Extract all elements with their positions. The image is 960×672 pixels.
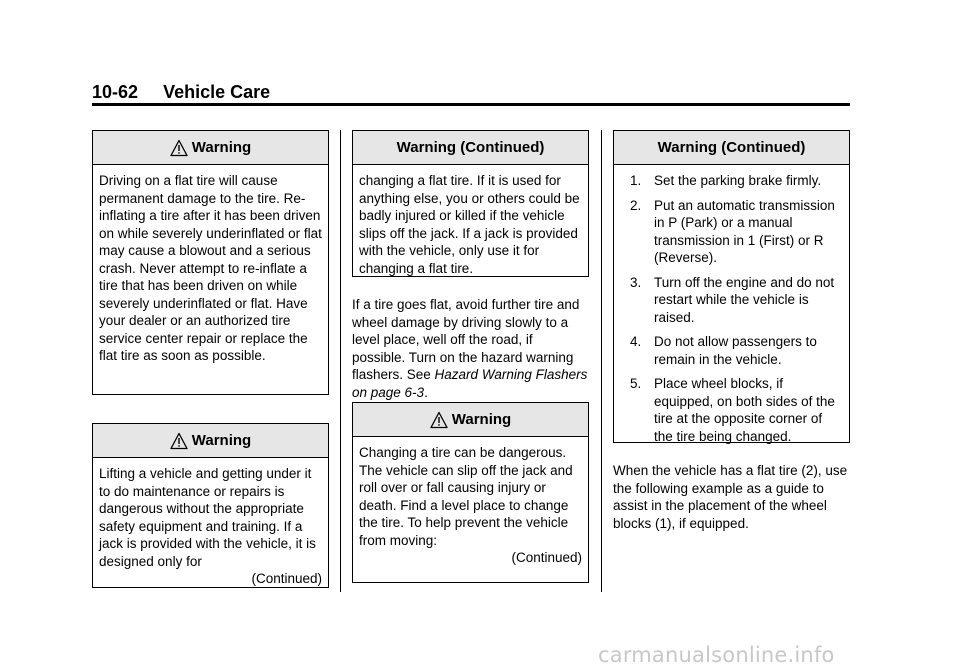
warning-header: Warning [353,403,588,437]
warning-text: Lifting a vehicle and getting under it t… [99,466,316,569]
warning-text: Changing a tire can be dangerous. The ve… [359,445,573,548]
warning-title: Warning (Continued) [657,139,806,156]
step-text: Put an automatic transmission in P (Park… [654,197,835,266]
warning-triangle-icon [170,432,188,450]
watermark: carmanualsonline.info [598,643,835,667]
list-item: 2. Put an automatic transmission in P (Pa… [630,197,843,267]
step-text: Set the parking brake firmly. [654,173,822,188]
list-item: 3. Turn off the engine and do not restart… [630,274,843,327]
step-number: 4. [630,334,642,349]
warning-body: Changing a tire can be dangerous. The ve… [353,437,588,571]
step-text: Turn off the engine and do not restart w… [654,274,835,325]
warning-text: changing a flat tire. If it is used for … [359,173,580,276]
warning-box-continued: Warning (Continued) changing a flat tire… [352,130,589,277]
cross-reference-link[interactable]: Hazard Warning Flashers on page 6-3 [352,367,588,400]
warning-box-flat-tire: Warning Driving on a flat tire will caus… [92,130,329,395]
wheel-blocks-paragraph: When the vehicle has a flat tire (2), us… [613,462,850,532]
warning-box-lifting: Warning Lifting a vehicle and getting un… [92,423,329,588]
column-divider-2 [601,130,602,592]
paragraph-tail: . [424,384,428,400]
warning-body: Lifting a vehicle and getting under it t… [93,458,328,592]
paragraph-text: When the vehicle has a flat tire (2), us… [613,463,848,531]
warning-header: Warning (Continued) [614,131,849,165]
warning-title: Warning [191,139,252,156]
continued-note: (Continued) [251,571,322,586]
warning-header: Warning (Continued) [353,131,588,165]
continued-note: (Continued) [511,550,582,565]
paragraph-body: If a tire goes flat, avoid further tire … [352,297,580,382]
warning-title: Warning [191,432,252,449]
step-number: 3. [630,274,642,290]
list-item: 1. Set the parking brake firmly. [630,172,843,190]
page-number: 10-62 [92,82,139,102]
warning-body: changing a flat tire. If it is used for … [353,165,588,281]
warning-box-steps: Warning (Continued) 1. Set the parking br… [613,130,850,444]
header-rule [92,103,850,106]
list-item: 4. Do not allow passengers to remain in t… [630,333,843,368]
paragraph-text: If a tire goes flat, avoid further tire … [352,296,589,401]
warning-header: Warning [93,424,328,458]
steps-list: 1. Set the parking brake firmly. 2. Put an… [630,172,843,445]
page-header: 10-62 Vehicle Care [92,82,270,103]
step-number: 5. [630,376,642,391]
warning-text: Driving on a flat tire will cause perman… [99,173,322,363]
warning-header: Warning [93,131,328,165]
warning-triangle-icon [170,139,188,157]
step-text: Place wheel blocks, if equipped, on both… [654,376,835,444]
warning-title: Warning [451,411,512,428]
warning-box-changing-tire: Warning Changing a tire can be dangerous… [352,402,589,583]
flat-tire-paragraph: If a tire goes flat, avoid further tire … [352,296,589,401]
step-number: 2. [630,197,642,213]
step-number: 1. [630,173,642,188]
warning-body: Driving on a flat tire will cause perman… [93,165,328,369]
warning-triangle-icon [430,411,448,429]
warning-title: Warning (Continued) [396,139,545,156]
column-divider-1 [340,130,341,592]
step-text: Do not allow passengers to remain in the… [654,334,817,367]
list-item: 5. Place wheel blocks, if equipped, on bo… [630,375,843,445]
warning-body: 1. Set the parking brake firmly. 2. Put an… [614,165,849,456]
section-title: Vehicle Care [163,82,271,102]
